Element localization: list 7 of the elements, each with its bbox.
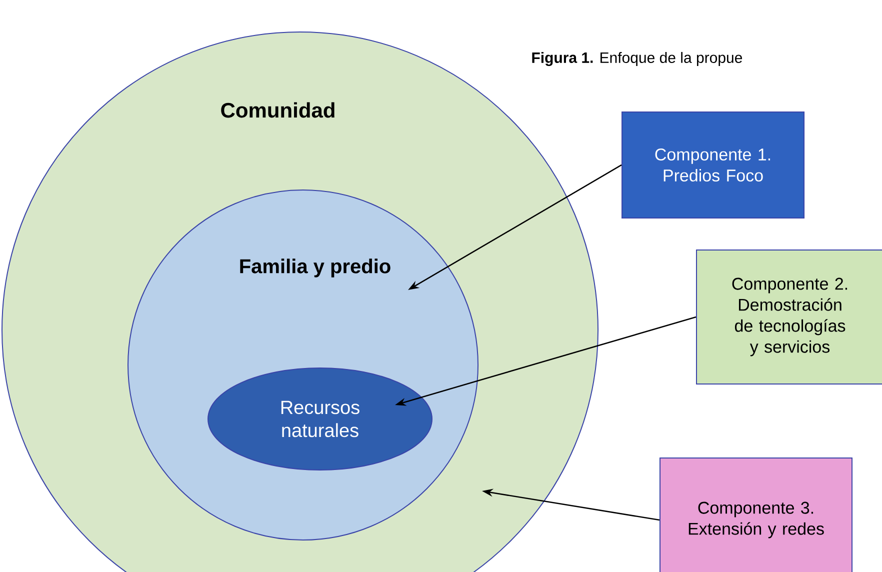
- component-box: Componente 2. Demostración de tecnologías y servicios: [696, 250, 882, 384]
- region-label: Comunidad: [221, 102, 334, 118]
- component-box: Componente 1. Predios Foco: [622, 112, 805, 218]
- figure-caption: Figura 1. Enfoque de la propue: [532, 52, 742, 66]
- region-label: Familia y predio: [240, 258, 390, 278]
- ellipse-region: Recursos naturales: [208, 368, 432, 470]
- component-box: Componente 3. Extensión y redes: [660, 458, 853, 572]
